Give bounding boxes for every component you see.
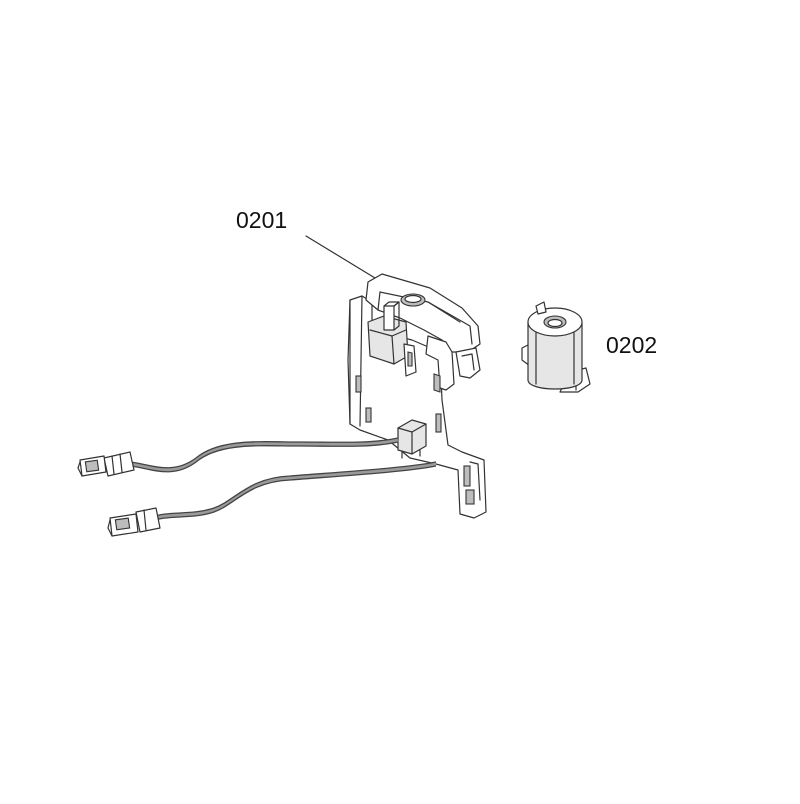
wire-harness [129, 437, 437, 523]
part-label-0202: 0202 [606, 332, 658, 358]
spade-connector-lower [107, 507, 161, 537]
spade-connector-upper [77, 451, 135, 477]
leader-line-0201 [305, 235, 376, 279]
part-0202-solenoid-coil [521, 301, 591, 393]
part-0201-switch-bracket [347, 273, 487, 519]
part-label-0201: 0201 [236, 207, 288, 233]
